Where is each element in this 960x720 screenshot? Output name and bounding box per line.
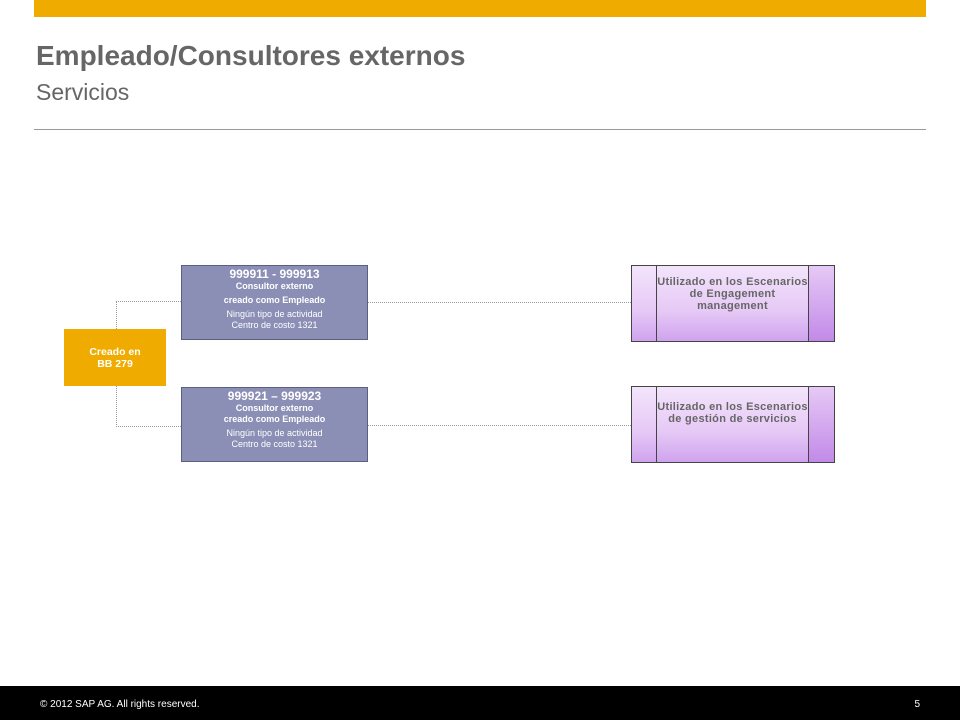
copyright-text: © 2012 SAP AG. All rights reserved. [40, 699, 200, 710]
employee-line: Centro de costo 1321 [231, 439, 318, 449]
top-accent-bar [34, 0, 926, 17]
usage-box-left-tab [632, 387, 657, 462]
source-line1: Creado en [89, 345, 141, 358]
source-line2: BB 279 [97, 357, 133, 370]
employee-line: Consultor externo [235, 281, 314, 291]
employee-line: creado como Empleado [223, 414, 326, 424]
footer-bar: © 2012 SAP AG. All rights reserved. 5 [0, 686, 960, 720]
usage-box-right-tab [808, 266, 834, 341]
usage-box-right-tab [808, 387, 834, 462]
employee-line: Ningún tipo de actividad [226, 309, 323, 319]
title-divider [34, 129, 926, 130]
usage-text: Utilizado en los Escenarios de gestión d… [657, 401, 808, 425]
employee-box-2: 999921 – 999923 Consultor externo creado… [181, 387, 368, 462]
page-title: Empleado/Consultores externos [36, 40, 466, 71]
usage-box-1: Utilizado en los Escenarios de Engagemen… [631, 265, 835, 342]
connector-line-2 [368, 425, 631, 426]
usage-box-2: Utilizado en los Escenarios de gestión d… [631, 386, 835, 463]
employee-line: Ningún tipo de actividad [226, 428, 323, 438]
connector-line-1 [368, 302, 631, 303]
employee-range: 999911 - 999913 [229, 267, 320, 281]
employee-line: Centro de costo 1321 [231, 320, 318, 330]
employee-line: Consultor externo [235, 403, 314, 413]
employee-range: 999921 – 999923 [227, 389, 322, 403]
employee-box-1: 999911 - 999913 Consultor externo creado… [181, 265, 368, 340]
usage-text: Utilizado en los Escenarios de Engagemen… [657, 276, 808, 312]
source-box: Creado en BB 279 [64, 329, 166, 386]
usage-box-left-tab [632, 266, 657, 341]
page-number: 5 [914, 699, 920, 710]
employee-line: creado como Empleado [223, 295, 326, 305]
page-subtitle: Servicios [36, 79, 130, 105]
